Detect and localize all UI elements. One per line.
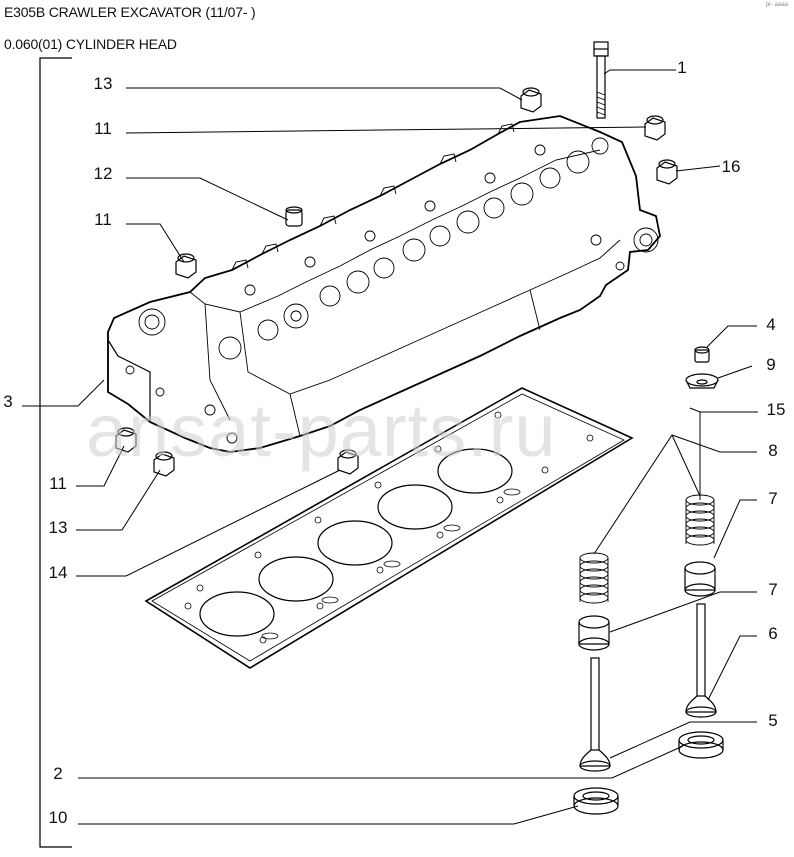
callout-14: 14 xyxy=(48,563,68,582)
dowel-11-bottom xyxy=(115,427,137,453)
valve-spring-right xyxy=(685,494,715,546)
section-title: 0.060(01) CYLINDER HEAD xyxy=(4,36,177,52)
dowel-13-bottom xyxy=(153,451,175,477)
diagram-title: E305B CRAWLER EXCAVATOR (11/07- ) xyxy=(4,4,256,20)
callout-16: 16 xyxy=(721,157,741,176)
cylinder-head xyxy=(107,115,661,453)
callout-5: 5 xyxy=(768,711,778,730)
plug-12 xyxy=(285,206,303,227)
callout-11-b: 11 xyxy=(94,210,112,229)
dowel-14 xyxy=(337,449,359,475)
callout-7-b: 7 xyxy=(768,580,778,599)
callout-7-a: 7 xyxy=(768,489,778,508)
head-bolt xyxy=(593,41,609,119)
callout-15: 15 xyxy=(766,400,786,419)
callout-10: 10 xyxy=(48,808,68,827)
callout-13-top: 13 xyxy=(93,74,113,93)
valve-cap xyxy=(694,346,710,363)
valve-left xyxy=(579,657,611,772)
head-gasket xyxy=(144,387,634,669)
callout-11-a: 11 xyxy=(94,119,112,138)
callout-11-c: 11 xyxy=(49,474,67,493)
group-bracket xyxy=(39,57,72,848)
callout-3: 3 xyxy=(3,392,13,411)
valve-seat-ring-upper xyxy=(678,731,724,759)
callout-2: 2 xyxy=(53,764,63,783)
valve-seal-right xyxy=(684,561,716,597)
spring-retainer xyxy=(685,373,719,389)
callout-9: 9 xyxy=(766,355,776,374)
corner-mark: pr- aaaa xyxy=(765,2,788,8)
valve-spring-left xyxy=(579,552,609,604)
leader-lines xyxy=(22,69,758,825)
watermark-text: ansat-parts.ru xyxy=(86,389,557,472)
callout-4: 4 xyxy=(766,315,776,334)
callout-6: 6 xyxy=(768,624,778,643)
dowel-11-left xyxy=(175,253,197,279)
plug-16 xyxy=(656,159,678,185)
dowel-11-top xyxy=(644,115,666,141)
valve-seat-ring-lower xyxy=(573,787,619,815)
valve-right xyxy=(685,603,717,718)
valve-seal-left xyxy=(578,615,610,651)
callout-12: 12 xyxy=(93,164,113,183)
callout-1: 1 xyxy=(677,58,687,77)
callout-8: 8 xyxy=(768,441,778,460)
callout-13-bottom: 13 xyxy=(48,518,68,537)
dowel-13-top xyxy=(520,87,542,113)
